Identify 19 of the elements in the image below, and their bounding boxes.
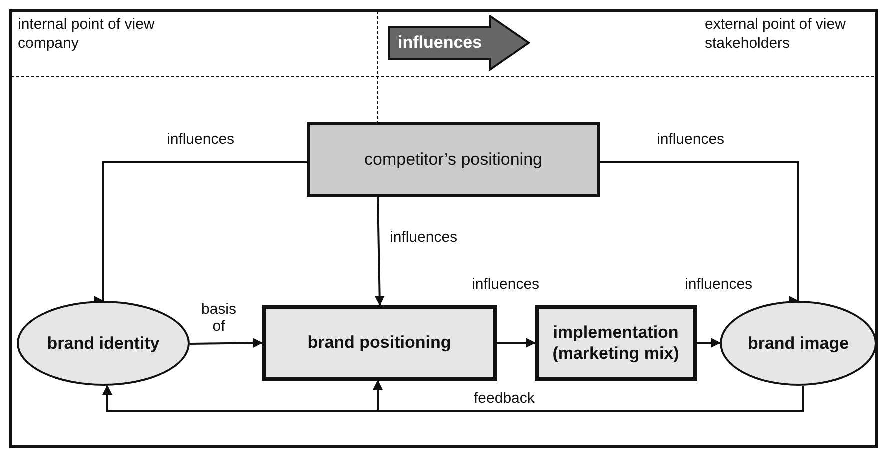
node-text: implementation (marketing mix) [552,322,680,364]
arrow [190,338,263,348]
view-label: stakeholders [705,35,790,52]
block-arrow [388,15,530,71]
arrow [697,338,721,348]
node-text: influences [398,32,482,54]
view-label: company [18,35,79,52]
view-label: external point of view [705,16,846,33]
node-text: brand positioning [308,332,452,354]
node-text: brand identity [47,332,160,354]
arrow [373,380,804,412]
process-box [535,305,697,381]
arrow [374,196,385,306]
arrow [497,338,536,348]
process-box [262,305,497,381]
node-text: brand image [748,332,850,354]
process-box [307,122,600,197]
node-text: competitor’s positioning [364,148,542,170]
view-label: internal point of view [18,16,155,33]
